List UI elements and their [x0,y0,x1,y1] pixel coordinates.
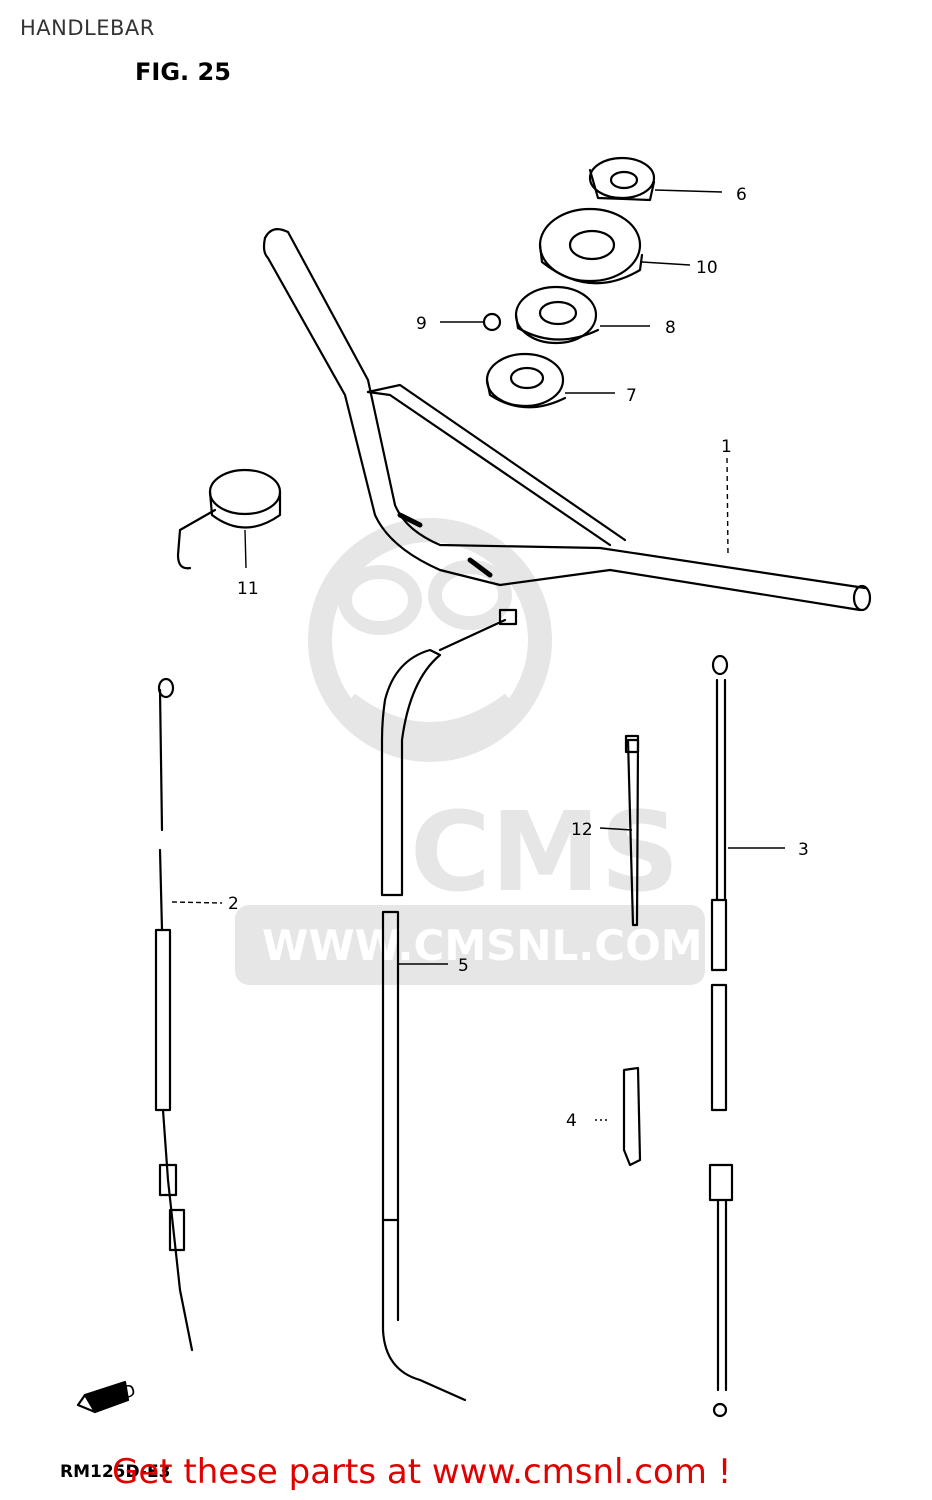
callout-5: 5 [458,956,469,976]
leader-lines [171,189,785,1121]
forward-arrow-icon [76,1380,130,1414]
watermark-banner [235,905,705,985]
nut-part[interactable] [588,156,656,202]
cable-3-part[interactable] [708,654,734,1418]
callout-12: 12 [571,820,593,840]
callout-1: 1 [721,437,732,457]
watermark-mascot-head [308,518,552,762]
callout-10: 10 [696,258,718,278]
page-title: HANDLEBAR [20,16,155,40]
watermark-url: WWW.CMSNL.COM [262,921,703,970]
cta-link[interactable]: Get these parts at www.cmsnl.com ! [112,1452,732,1492]
handlebar-part[interactable] [262,227,872,612]
tie-strap-part[interactable] [624,734,640,927]
ball-part[interactable] [482,312,502,332]
callout-4: 4 [566,1111,577,1131]
watermark-brand: CMS [410,788,679,916]
washer-part[interactable] [514,285,600,345]
callout-8: 8 [665,318,676,338]
cushion-part[interactable] [538,207,644,285]
callout-3: 3 [798,840,809,860]
watermark-mascot-eye-right [428,560,512,630]
callout-labels: 1 2 3 4 5 6 7 8 9 10 11 12 FWD [94,185,809,1412]
lower-cushion-part[interactable] [485,352,567,409]
callout-11: 11 [237,579,259,599]
callout-2: 2 [228,894,239,914]
callout-9: 9 [416,314,427,334]
model-code: RM125D-E3 [60,1462,171,1482]
fwd-label: FWD [94,1381,138,1412]
clamp-part[interactable] [622,1066,642,1167]
watermark-mascot-mouth [345,693,515,738]
callout-7: 7 [626,386,637,406]
figure-label: FIG. 25 [135,58,231,86]
watermark-mascot-eye-left [338,565,422,635]
cable-5-part[interactable] [380,608,518,1402]
callout-6: 6 [736,185,747,205]
cable-2-part[interactable] [154,677,194,1352]
throttle-grip-part[interactable] [176,468,282,570]
